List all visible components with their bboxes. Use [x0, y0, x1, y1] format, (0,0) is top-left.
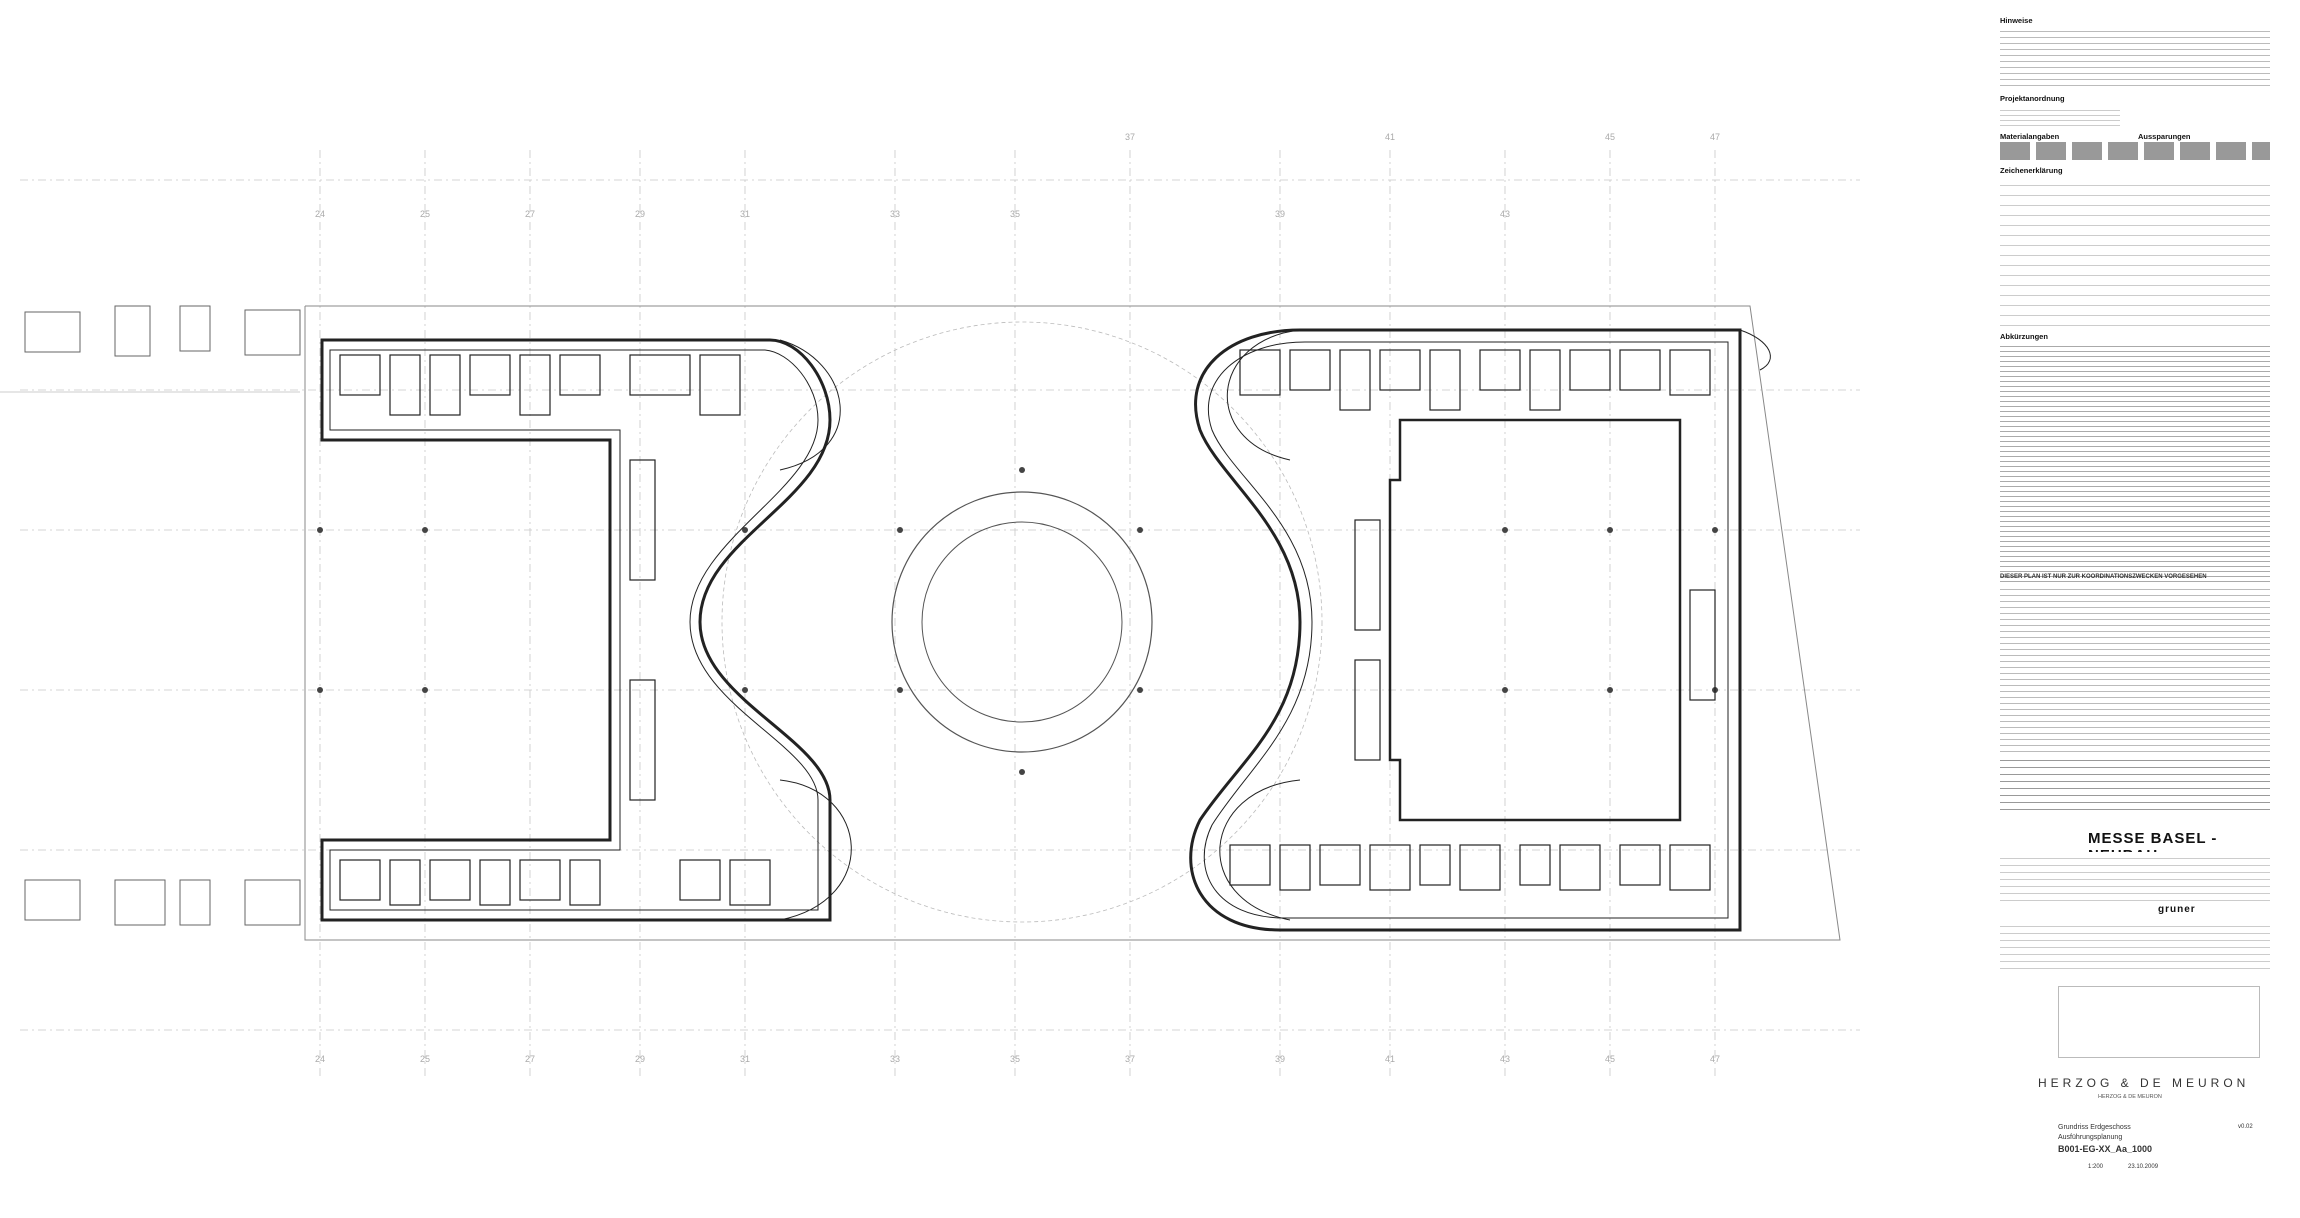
column-marker: [1607, 687, 1613, 693]
axis-label: 31: [740, 209, 750, 219]
axis-label: 39: [1275, 209, 1285, 219]
column-marker: [897, 687, 903, 693]
plan-scale: 1:200: [2088, 1164, 2104, 1170]
plan-number: B001-EG-XX_Aa_1000: [2058, 1144, 2153, 1154]
axis-label: 39: [1275, 1054, 1285, 1064]
axis-label: 24: [315, 1054, 325, 1064]
axis-label: 29: [635, 1054, 645, 1064]
axis-label: 35: [1010, 1054, 1020, 1064]
adjacent-structure-left: [0, 305, 301, 926]
structural-grid: [20, 150, 1860, 1080]
firm-logo: HERZOG & DE MEURON: [2038, 1076, 2250, 1090]
axis-label: 25: [420, 209, 430, 219]
project-text: [2000, 106, 2120, 126]
column-marker: [422, 687, 428, 693]
axis-label: 41: [1385, 132, 1395, 142]
column-marker: [1712, 527, 1718, 533]
key-plan: [2058, 986, 2260, 1058]
building-right: [1189, 328, 1771, 932]
section-zeichenerklaerung: Zeichenerklärung: [2000, 166, 2063, 175]
axis-labels-bottom: 24 25 27 29 31 33 35 37 39 41 43 45 47: [315, 1054, 1720, 1064]
axis-label: 43: [1500, 1054, 1510, 1064]
section-abkuerzungen: Abkürzungen: [2000, 332, 2048, 341]
axis-label: 27: [525, 209, 535, 219]
plan-date: 23.10.2009: [2128, 1164, 2159, 1170]
axis-label: 47: [1710, 132, 1720, 142]
site-boundary: [304, 305, 1841, 941]
axis-label: 45: [1605, 132, 1615, 142]
consultants-block: [2000, 920, 2270, 970]
columns: [317, 467, 1718, 775]
plan-title: Grundriss Erdgeschoss: [2058, 1124, 2131, 1131]
notes-text-block: [2000, 26, 2270, 86]
axis-label: 37: [1125, 1054, 1135, 1064]
abbreviation-list: [2000, 342, 2270, 592]
axis-label: 45: [1605, 1054, 1615, 1064]
axis-label: 29: [635, 209, 645, 219]
material-swatches: [2000, 142, 2270, 160]
symbol-legend: [2000, 176, 2270, 326]
legend-panel: Hinweise Projektanordnung Materialangabe…: [1998, 14, 2286, 1204]
axis-label: 27: [525, 1054, 535, 1064]
section-projektanordnung: Projektanordnung: [2000, 94, 2065, 103]
axis-label: 31: [740, 1054, 750, 1064]
axis-label: 25: [420, 1054, 430, 1064]
axis-label: 37: [1125, 132, 1135, 142]
column-marker: [1137, 527, 1143, 533]
column-marker: [1502, 687, 1508, 693]
column-marker: [742, 527, 748, 533]
revision-number: v0.02: [2238, 1124, 2253, 1130]
column-marker: [1137, 687, 1143, 693]
section-hinweise: Hinweise: [2000, 16, 2033, 25]
section-aussparungen: Aussparungen: [2138, 132, 2191, 141]
column-marker: [897, 527, 903, 533]
axis-label: 35: [1010, 209, 1020, 219]
revision-table: [2000, 754, 2270, 814]
axis-label: 41: [1385, 1054, 1395, 1064]
column-marker: [1502, 527, 1508, 533]
consultant-logo: gruner: [2158, 904, 2196, 915]
axis-label: 43: [1500, 209, 1510, 219]
axis-label: 33: [890, 1054, 900, 1064]
central-plaza: [721, 321, 1323, 923]
column-marker: [1019, 769, 1025, 775]
column-marker: [317, 687, 323, 693]
column-marker: [317, 527, 323, 533]
column-marker: [422, 527, 428, 533]
plan-phase: Ausführungsplanung: [2058, 1134, 2123, 1141]
section-materialangaben: Materialangaben: [2000, 132, 2060, 141]
client-block: [2000, 852, 2270, 902]
axis-label: 24: [315, 209, 325, 219]
coordination-notes: [2000, 584, 2270, 784]
axis-labels-top: 24 25 27 29 31 33 35 37 39 41 43 45 47: [315, 132, 1720, 219]
column-marker: [742, 687, 748, 693]
axis-label: 47: [1710, 1054, 1720, 1064]
building-left: [320, 338, 852, 922]
firm-address: HERZOG & DE MEURON: [2098, 1094, 2162, 1100]
column-marker: [1607, 527, 1613, 533]
column-marker: [1019, 467, 1025, 473]
axis-label: 33: [890, 209, 900, 219]
coordination-note-heading: DIESER PLAN IST NUR ZUR KOORDINATIONSZWE…: [2000, 574, 2207, 580]
